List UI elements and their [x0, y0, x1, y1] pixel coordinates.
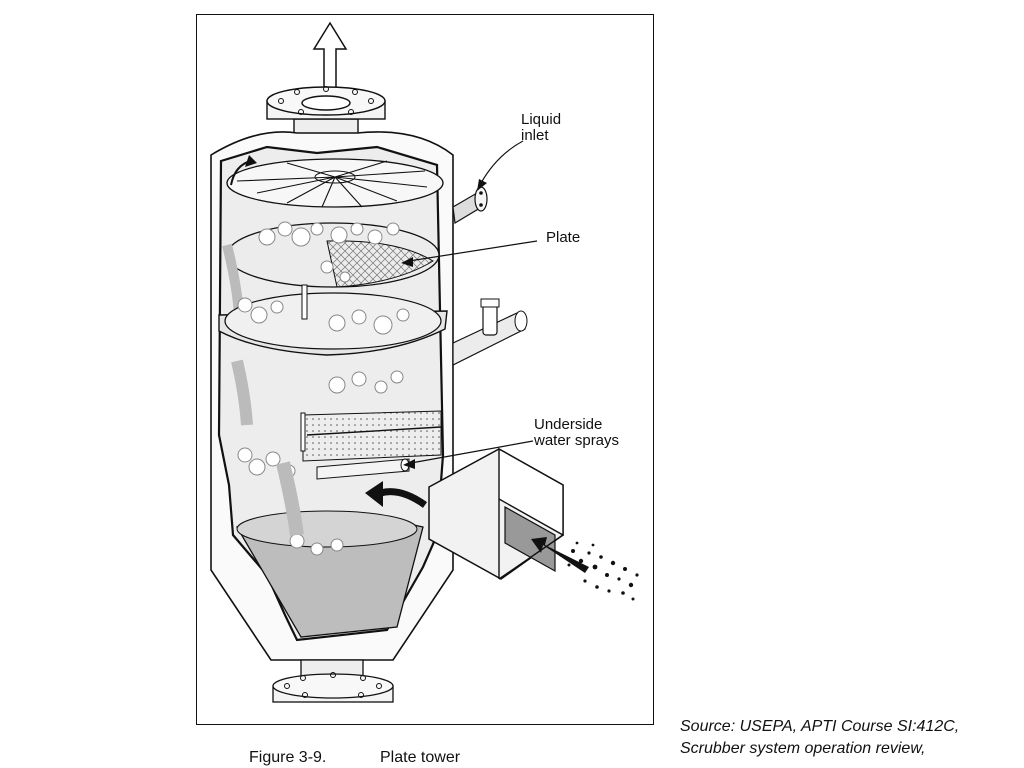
source-line-1: Source: USEPA, APTI Course SI:412C, [680, 718, 960, 735]
gas-inlet-duct [365, 447, 589, 580]
callout-plate: Plate [546, 229, 581, 246]
figure-title: Plate tower [380, 749, 461, 766]
exhaust-arrow [312, 21, 348, 98]
callout-liquid-inlet: Liquid inlet [521, 111, 562, 144]
mist-eliminator [226, 155, 444, 208]
lower-plate-sprays [300, 410, 442, 480]
callout-underside-sprays: Underside water sprays [534, 416, 620, 449]
liquid-pool [236, 447, 424, 638]
source-line-2: Scrubber system operation review, [680, 740, 926, 757]
figure-number: Figure 3-9. [249, 749, 327, 766]
plate-tower-drawing [210, 21, 639, 703]
upper-plate [222, 221, 440, 316]
callout-leaders [401, 140, 538, 469]
liquid-inlet-pipe [452, 186, 488, 224]
bottom-flange [272, 659, 394, 703]
middle-plate [218, 284, 448, 426]
plate-tower-figure: Liquid inlet Plate Underside water spray… [196, 14, 654, 725]
side-valve-pipe [452, 298, 528, 366]
particulate-dots [567, 541, 639, 601]
source-citation: Source: USEPA, APTI Course SI:412C, Scru… [680, 716, 1020, 760]
